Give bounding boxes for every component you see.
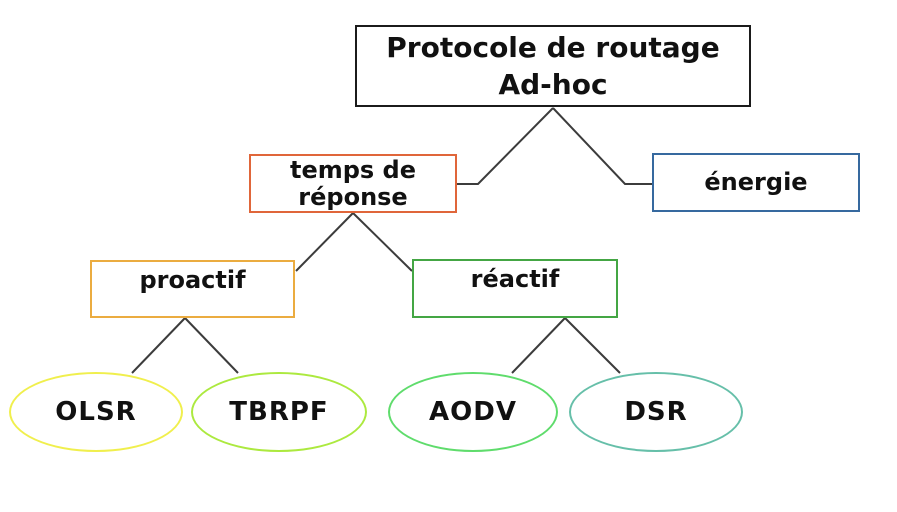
- node-proactif-label: proactif: [139, 266, 246, 294]
- node-energie: énergie: [652, 153, 860, 212]
- node-energie-label: énergie: [704, 168, 808, 196]
- node-olsr-label: OLSR: [55, 396, 137, 427]
- node-temps-de-reponse: temps de réponse: [249, 154, 457, 213]
- edge-temps-reactif: [352, 212, 413, 272]
- edge-root-temps-de-reponse: [457, 107, 554, 185]
- node-tbrpf: TBRPF: [191, 372, 367, 452]
- node-aodv-label: AODV: [429, 396, 517, 427]
- node-dsr: DSR: [569, 372, 743, 452]
- node-proactif: proactif: [90, 260, 295, 318]
- edge-proactif-olsr: [131, 317, 186, 374]
- edge-reactif-dsr: [564, 317, 621, 374]
- edge-root-energie: [552, 107, 652, 185]
- node-olsr: OLSR: [9, 372, 183, 452]
- node-root: Protocole de routage Ad-hoc: [355, 25, 751, 107]
- edge-reactif-aodv: [511, 317, 566, 374]
- edge-proactif-tbrpf: [184, 317, 239, 374]
- node-temps-label-line2: réponse: [298, 182, 408, 211]
- edge-temps-proactif: [295, 212, 354, 272]
- node-reactif: réactif: [412, 259, 618, 318]
- node-aodv: AODV: [388, 372, 558, 452]
- node-root-label-line1: Protocole de routage: [386, 31, 720, 64]
- node-temps-label-line1: temps de: [289, 155, 417, 184]
- node-root-label-line2: Ad-hoc: [498, 68, 608, 101]
- node-tbrpf-label: TBRPF: [229, 396, 329, 427]
- node-dsr-label: DSR: [624, 396, 688, 427]
- node-reactif-label: réactif: [470, 265, 560, 293]
